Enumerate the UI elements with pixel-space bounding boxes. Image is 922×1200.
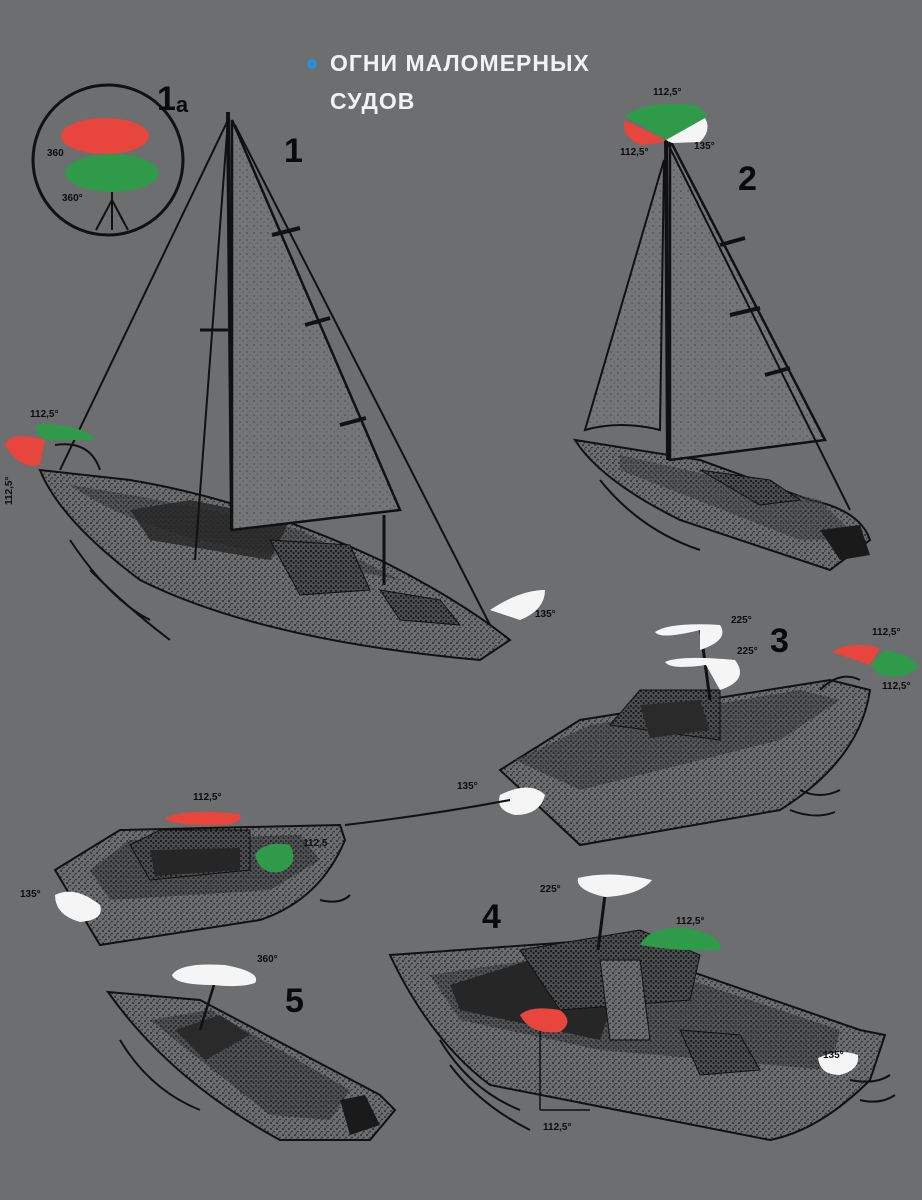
tricolor-green-sector	[625, 103, 708, 140]
sidelight-red	[832, 644, 880, 665]
figure-number-1a: 1а	[157, 80, 189, 118]
angle-label: 225°	[731, 615, 752, 626]
angle-label: 112,5°	[30, 409, 59, 420]
angle-label: 135°	[20, 889, 41, 900]
angle-label: 112,5°	[620, 147, 649, 158]
boat-5-open-motorboat	[105, 964, 397, 1141]
boat-2-sailboat	[572, 103, 872, 572]
stern-light-white	[55, 891, 101, 922]
boat-3b-towed-motorboat	[53, 811, 351, 947]
all-round-light-white	[172, 964, 257, 987]
angle-label: 112,5°	[676, 916, 705, 927]
figure-number-3: 3	[770, 622, 789, 660]
stern-light-white	[818, 1052, 859, 1075]
angle-label: 135°	[694, 141, 715, 152]
figure-number-4: 4	[482, 898, 501, 936]
all-round-green-light	[65, 154, 159, 192]
angle-label: 360	[47, 148, 64, 159]
tricolor-red-sector	[624, 120, 666, 145]
figure-number-1: 1	[284, 132, 303, 170]
title-line-1: ОГНИ МАЛОМЕРНЫХ	[330, 50, 590, 76]
figure-number-2: 2	[738, 160, 757, 198]
bullet-dot	[307, 59, 317, 69]
boat-3-motor-cruiser	[344, 624, 918, 847]
inset-1a-masthead-lights	[31, 83, 185, 237]
masthead-light-lower-white	[665, 657, 740, 690]
bow-sidelight-red	[5, 436, 45, 466]
angle-label: 112,5	[303, 838, 328, 849]
angle-label: 112,5°	[882, 681, 911, 692]
all-round-red-light	[61, 118, 149, 154]
angle-label: 112,5°	[193, 792, 222, 803]
masthead-light-upper-white	[655, 624, 723, 650]
sidelight-green	[870, 650, 918, 677]
angle-label: 112,5°	[4, 476, 15, 505]
angle-label: 135°	[457, 781, 478, 792]
angle-label: 225°	[540, 884, 561, 895]
bow-sidelight-green	[35, 424, 95, 440]
boat-1-sailboat	[5, 111, 545, 662]
sidelight-red	[520, 1008, 568, 1033]
angle-label: 112,5°	[543, 1122, 572, 1133]
sidelight-green	[255, 843, 294, 873]
title-line-2: СУДОВ	[330, 88, 416, 114]
sidelight-green	[640, 927, 721, 951]
boat-4-cabin-boat	[388, 874, 896, 1142]
masthead-light-red	[165, 811, 241, 826]
angle-label: 360°	[62, 193, 83, 204]
stern-light-white	[499, 787, 545, 815]
angle-label: 112,5°	[653, 87, 682, 98]
tricolor-white-sector	[666, 118, 708, 143]
angle-label: 135°	[535, 609, 556, 620]
angle-label: 112,5°	[872, 627, 901, 638]
angle-label: 360°	[257, 954, 278, 965]
stern-light-white	[490, 590, 545, 620]
figure-number-5: 5	[285, 982, 304, 1020]
angle-label: 135°	[823, 1050, 844, 1061]
angle-label: 225°	[737, 646, 758, 657]
masthead-light-white	[577, 874, 652, 897]
